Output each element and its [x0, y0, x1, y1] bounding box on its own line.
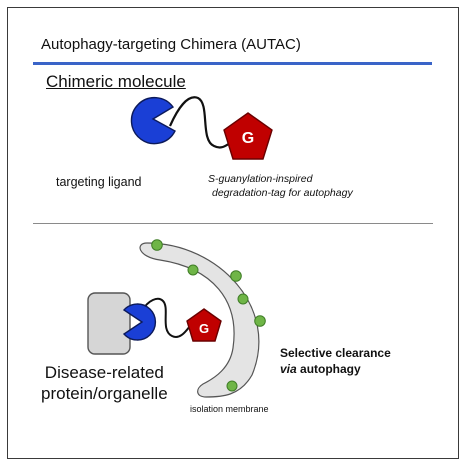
targeting-ligand-shape — [130, 96, 176, 145]
targeting-ligand-label: targeting ligand — [56, 175, 142, 189]
selective-clearance-line2: via autophagy — [280, 361, 391, 377]
disease-target-label-line2: protein/organelle — [41, 384, 168, 403]
isolation-membrane-label: isolation membrane — [190, 404, 269, 414]
figure-title: Autophagy-targeting Chimera (AUTAC) — [41, 36, 301, 53]
isolation-membrane-shape — [139, 242, 260, 398]
bound-chimera-linker — [141, 297, 191, 338]
green-particle — [187, 264, 199, 276]
degradation-tag-label: S-guanylation-inspired degradation-tag f… — [208, 172, 353, 200]
green-particle — [237, 293, 249, 305]
chimeric-molecule-heading: Chimeric molecule — [46, 72, 186, 91]
green-particle — [230, 270, 242, 282]
disease-target-block — [87, 292, 131, 355]
bound-tag-letter: G — [199, 321, 209, 336]
bound-ligand-shape — [122, 303, 157, 341]
selective-clearance-label: Selective clearance via autophagy — [280, 345, 391, 377]
ubiquitin-particles — [151, 239, 266, 392]
bound-tag-pentagon — [186, 308, 222, 342]
autophagy-text: autophagy — [296, 362, 361, 376]
title-underline-rule — [33, 62, 432, 65]
degradation-tag-label-line2: degradation-tag for autophagy — [212, 187, 353, 199]
disease-target-label: Disease-related protein/organelle — [41, 362, 168, 404]
green-particle — [226, 380, 238, 392]
via-text: via — [280, 362, 297, 376]
selective-clearance-line1: Selective clearance — [280, 346, 391, 360]
section-divider — [33, 223, 433, 224]
degradation-tag-pentagon — [223, 112, 273, 160]
chimera-linker — [168, 96, 233, 149]
degradation-tag-letter: G — [242, 130, 254, 147]
green-particle — [254, 315, 266, 327]
disease-target-label-line1: Disease-related — [44, 363, 164, 382]
degradation-tag-label-line1: S-guanylation-inspired — [208, 173, 313, 185]
green-particle — [151, 239, 163, 251]
